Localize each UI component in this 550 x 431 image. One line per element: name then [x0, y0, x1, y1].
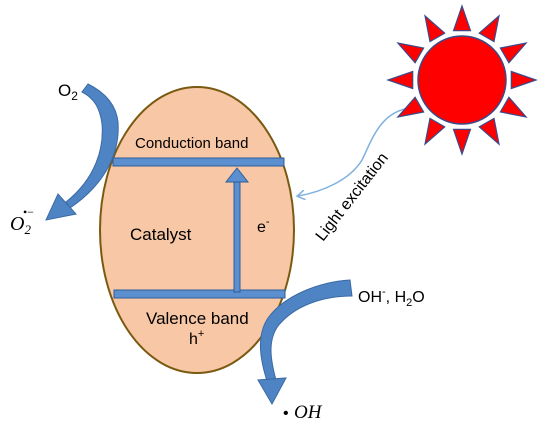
- sun-ray: [424, 117, 446, 146]
- sun-icon: [386, 4, 538, 156]
- sun-ray: [510, 70, 538, 90]
- light-excitation-label: Light excitation: [313, 150, 392, 245]
- sun-ray: [424, 14, 446, 43]
- hole-label: h+: [189, 328, 204, 348]
- sun-ray: [499, 42, 528, 64]
- superoxide-label: O2•−: [10, 205, 34, 237]
- oxidation-curved-arrow: [257, 279, 353, 406]
- sun-ray: [396, 96, 425, 118]
- valence-band-bar: [113, 289, 286, 299]
- conduction-band-bar: [112, 157, 285, 167]
- electron-excitation-arrow: [224, 167, 250, 293]
- radical-dot: •: [283, 405, 289, 422]
- reactants-label: OH-, H2O: [358, 286, 425, 309]
- sun-ray: [478, 117, 500, 146]
- reduction-curved-arrow: [45, 83, 119, 221]
- electron-label: e-: [257, 216, 270, 236]
- conduction-band-label: Conduction band: [135, 135, 248, 152]
- light-excitation-arrow: [298, 107, 411, 196]
- sun-ray: [452, 4, 472, 32]
- valence-band-label: Valence band: [146, 309, 249, 328]
- hydroxyl-radical-label: OH: [294, 402, 323, 423]
- sun-ray: [396, 42, 425, 64]
- sun-ray: [452, 128, 472, 156]
- sun-ray: [478, 14, 500, 43]
- catalyst-label: Catalyst: [130, 225, 192, 244]
- sun-ray: [499, 96, 528, 118]
- oxygen-label: O2: [58, 81, 78, 103]
- sun-ray: [386, 70, 414, 90]
- sun-disk: [417, 35, 507, 125]
